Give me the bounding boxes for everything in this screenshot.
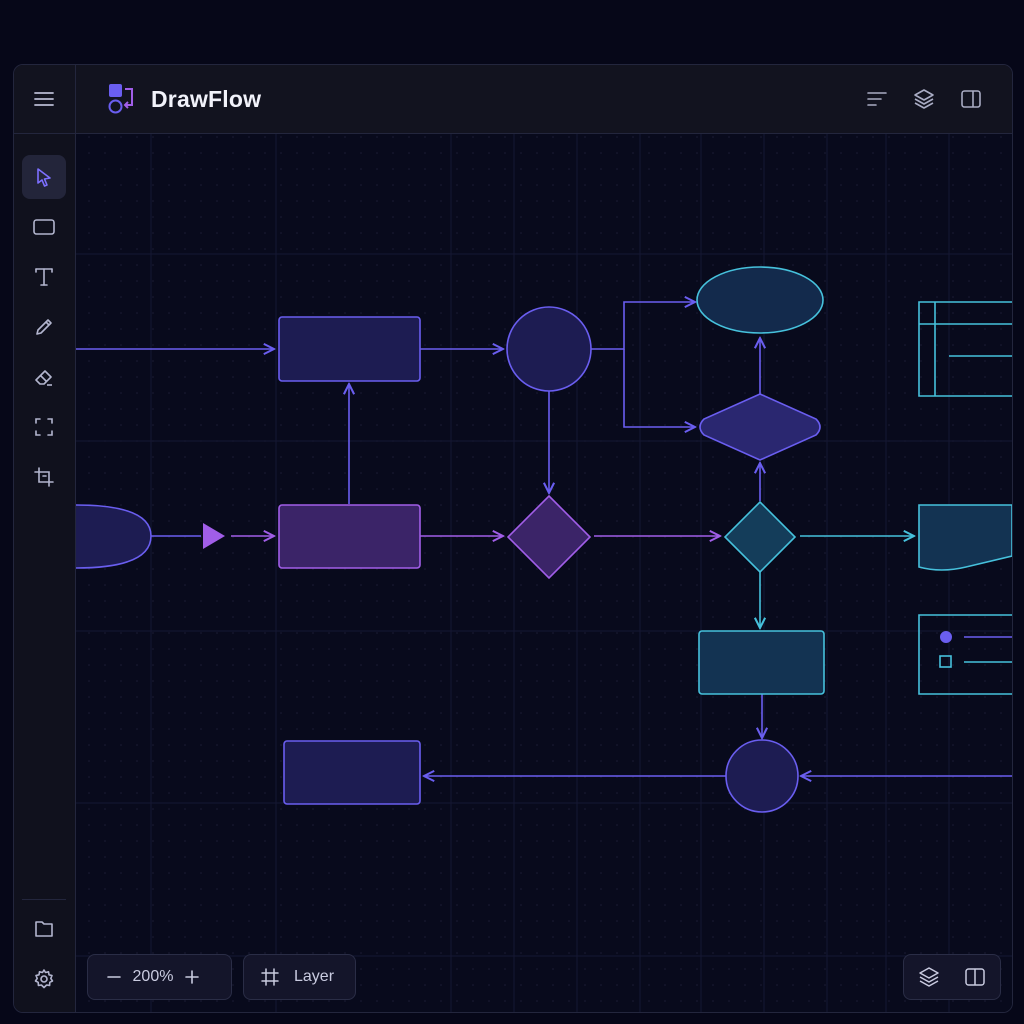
start-node[interactable] [76,504,152,569]
app-logo-icon [107,83,139,115]
menu-icon[interactable] [32,87,56,111]
process-node-selected[interactable] [278,504,421,569]
play-marker-icon [203,523,225,549]
app-title: DrawFlow [151,86,262,112]
connector-edge[interactable] [623,349,695,427]
document-node[interactable] [918,504,1012,571]
settings-button[interactable] [22,957,66,1001]
eraser-icon [35,370,52,386]
rectangle-icon [33,219,55,235]
text-tool-button[interactable] [22,255,66,299]
crop-icon [34,467,54,487]
process-node[interactable] [698,630,825,695]
eraser-tool-button[interactable] [22,355,66,399]
decision-node[interactable] [699,393,821,461]
pencil-icon [36,319,52,335]
connector-circle-node[interactable] [506,306,592,392]
layer-label: Layer [294,968,335,985]
connector-circle-node[interactable] [725,739,799,813]
connector-edge[interactable] [591,302,695,350]
crop-tool-button[interactable] [22,455,66,499]
panel-toggle-icon[interactable] [959,87,983,111]
frame-select-tool-button[interactable] [22,405,66,449]
layer-button[interactable]: Layer [243,954,356,1000]
text-icon [35,268,53,286]
process-node[interactable] [283,740,421,805]
list-node[interactable] [918,614,1012,695]
frame-icon [258,965,282,989]
layers-icon[interactable] [912,87,936,111]
select-tool-button[interactable] [22,155,66,199]
diagram-canvas[interactable] [76,134,1012,1012]
terminal-ellipse-node[interactable] [696,266,824,334]
gear-icon [34,969,54,989]
top-bar: DrawFlow [14,65,1012,134]
app-window: DrawFlow [13,64,1013,1013]
layers-icon[interactable] [917,965,941,989]
sort-icon[interactable] [865,87,889,111]
zoom-out-icon[interactable] [102,965,126,989]
decision-node[interactable] [723,500,797,574]
toolbar-separator [22,899,66,900]
decision-node[interactable] [506,494,592,580]
view-controls [903,954,1001,1000]
folder-icon [35,921,53,937]
frame-icon [35,418,53,436]
zoom-in-icon[interactable] [180,965,204,989]
left-toolbar [14,134,76,1012]
process-node[interactable] [278,316,421,382]
cursor-icon [37,168,51,187]
folder-button[interactable] [22,907,66,951]
rectangle-tool-button[interactable] [22,205,66,249]
zoom-control: 200% [87,954,232,1000]
canvas-grid-lines [76,134,1012,1012]
zoom-level: 200% [132,968,174,985]
table-node[interactable] [918,301,1012,397]
header-divider [75,65,76,133]
panel-toggle-icon[interactable] [963,965,987,989]
pen-tool-button[interactable] [22,305,66,349]
